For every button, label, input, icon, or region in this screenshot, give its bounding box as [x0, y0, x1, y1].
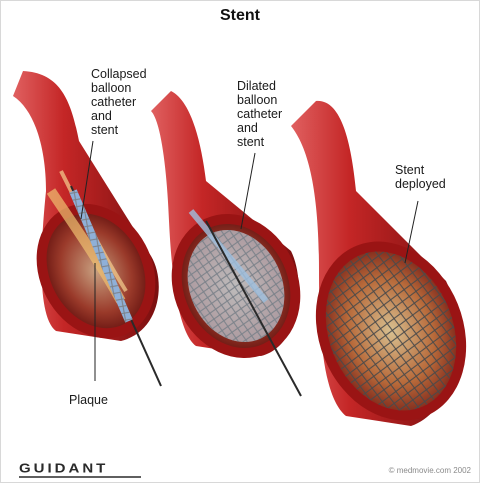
label-dilated-balloon: Dilated balloon catheter and stent	[237, 79, 282, 149]
guidant-logo: GUIDANT	[19, 461, 108, 475]
copyright-notice: © medmovie.com 2002	[389, 466, 471, 475]
vessel-stent-deployed	[290, 101, 479, 443]
label-collapsed-balloon: Collapsed balloon catheter and stent	[91, 67, 147, 137]
label-plaque: Plaque	[69, 393, 108, 407]
diagram-title: Stent	[1, 7, 479, 25]
label-stent-deployed: Stent deployed	[395, 163, 446, 191]
